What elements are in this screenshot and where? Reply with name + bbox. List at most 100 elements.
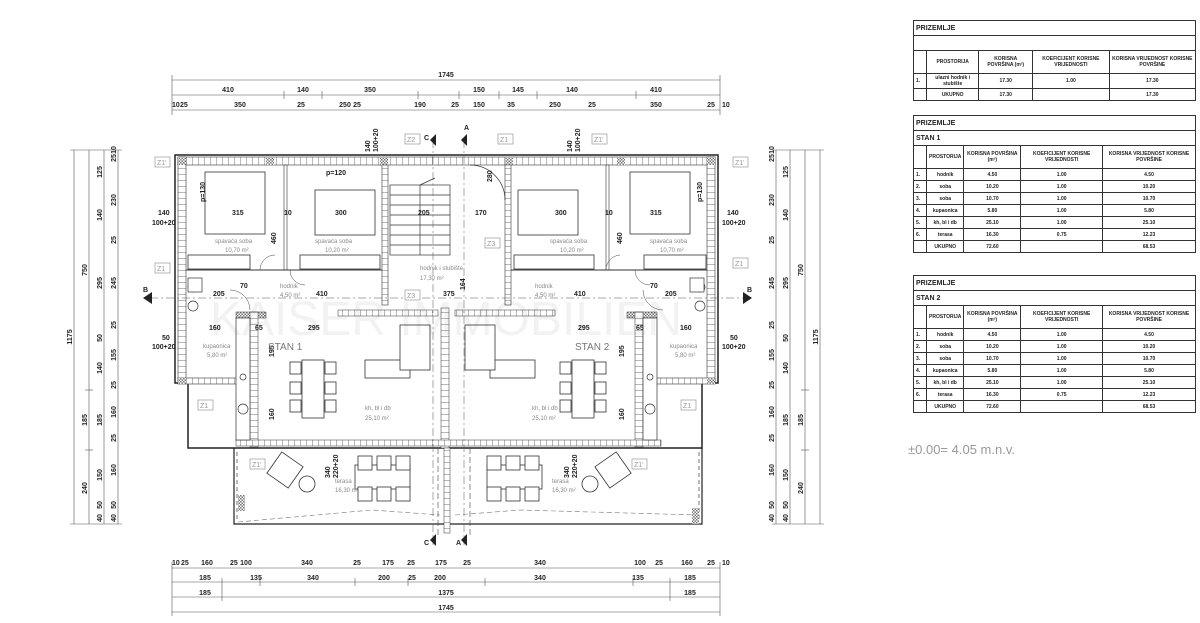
- svg-text:17,30 m²: 17,30 m²: [420, 276, 444, 282]
- svg-text:140: 140: [97, 209, 104, 221]
- svg-text:25: 25: [181, 560, 189, 567]
- svg-text:300: 300: [555, 210, 567, 217]
- svg-text:hodnik: hodnik: [280, 284, 299, 290]
- svg-text:315: 315: [650, 210, 662, 217]
- door-swings: [229, 254, 664, 311]
- svg-text:205: 205: [213, 291, 225, 298]
- svg-text:10: 10: [769, 146, 776, 154]
- svg-text:175: 175: [435, 560, 447, 567]
- svg-text:245: 245: [769, 277, 776, 289]
- svg-text:155: 155: [111, 349, 118, 361]
- svg-text:410: 410: [574, 291, 586, 298]
- svg-text:140: 140: [727, 210, 739, 217]
- svg-text:25: 25: [769, 236, 776, 244]
- svg-text:Z1': Z1': [735, 160, 745, 167]
- svg-text:50: 50: [111, 501, 118, 509]
- svg-text:16,30 m²: 16,30 m²: [335, 488, 359, 494]
- svg-text:4,50 m²: 4,50 m²: [280, 293, 300, 299]
- svg-text:164: 164: [460, 278, 467, 290]
- svg-text:spavaća soba: spavaća soba: [550, 239, 588, 245]
- svg-text:kupaonica: kupaonica: [203, 344, 231, 350]
- svg-text:140: 140: [567, 140, 574, 152]
- svg-text:160: 160: [619, 408, 626, 420]
- svg-text:40: 40: [783, 514, 790, 522]
- svg-text:295: 295: [97, 277, 104, 289]
- svg-text:25: 25: [111, 321, 118, 329]
- svg-text:160: 160: [269, 408, 276, 420]
- svg-text:25,10 m²: 25,10 m²: [365, 416, 389, 422]
- dim-left-overall: 1175: [67, 329, 74, 344]
- svg-text:150: 150: [783, 469, 790, 481]
- svg-text:10,70 m²: 10,70 m²: [225, 248, 249, 254]
- svg-text:750: 750: [798, 264, 805, 276]
- building-walls: [174, 154, 719, 449]
- svg-text:220+20: 220+20: [333, 454, 340, 478]
- svg-text:kupaonica: kupaonica: [670, 344, 698, 350]
- svg-text:160: 160: [111, 464, 118, 476]
- svg-text:50: 50: [97, 334, 104, 342]
- svg-text:240: 240: [798, 482, 805, 494]
- svg-text:40: 40: [111, 514, 118, 522]
- svg-text:Z1': Z1': [634, 462, 644, 469]
- svg-text:40: 40: [769, 514, 776, 522]
- svg-text:25: 25: [769, 434, 776, 442]
- dim-bottom-row1: 10 25 160 25 100 340 25 175 25 175 25 34…: [172, 560, 730, 567]
- svg-text:410: 410: [316, 291, 328, 298]
- svg-text:150: 150: [473, 87, 485, 94]
- svg-text:460: 460: [617, 232, 624, 244]
- svg-text:295: 295: [308, 325, 320, 332]
- svg-text:5,80 m²: 5,80 m²: [675, 353, 695, 359]
- svg-text:1375: 1375: [438, 590, 454, 597]
- svg-text:205: 205: [665, 291, 677, 298]
- svg-text:350: 350: [650, 102, 662, 109]
- svg-text:100+20: 100+20: [722, 220, 746, 227]
- svg-text:245: 245: [111, 277, 118, 289]
- svg-text:25: 25: [707, 102, 715, 109]
- svg-text:10: 10: [722, 102, 730, 109]
- svg-text:140: 140: [158, 210, 170, 217]
- svg-text:410: 410: [222, 87, 234, 94]
- top-dimension-lines: [171, 75, 721, 115]
- svg-text:50: 50: [769, 501, 776, 509]
- svg-text:340: 340: [301, 560, 313, 567]
- left-dimension-lines: [70, 149, 122, 525]
- dim-left-col3: 125 140 295 50 140 185 150 50 40: [97, 166, 104, 522]
- section-marker-a-bottom: A: [456, 540, 461, 547]
- svg-text:25: 25: [111, 381, 118, 389]
- dim-right-col3: 125 140 295 50 140 185 150 50 40: [783, 166, 790, 522]
- svg-text:25: 25: [111, 434, 118, 442]
- svg-text:135: 135: [250, 575, 262, 582]
- svg-text:185: 185: [684, 575, 696, 582]
- dim-top-row2: 410 140 350 150 145 140 410: [222, 87, 662, 94]
- svg-text:100: 100: [240, 560, 252, 567]
- svg-text:25: 25: [297, 102, 305, 109]
- svg-text:160: 160: [769, 406, 776, 418]
- svg-text:25: 25: [588, 102, 596, 109]
- svg-text:kh, bl i db: kh, bl i db: [365, 406, 391, 412]
- section-marker-c-top: C: [424, 135, 429, 142]
- svg-text:25: 25: [407, 560, 415, 567]
- section-marker-b-left: B: [143, 287, 148, 294]
- bottom-dimension-lines: [171, 562, 721, 616]
- dim-right-col4: 25 10 230 25 245 25 155 25 160 25 160 50…: [769, 146, 776, 522]
- svg-text:25: 25: [451, 102, 459, 109]
- svg-text:25: 25: [180, 102, 188, 109]
- svg-text:300: 300: [335, 210, 347, 217]
- table-header-row: PROSTORIJA KORISNA POVRŠINA (m²) KOEFICI…: [913, 145, 1196, 169]
- staircase: [389, 164, 506, 256]
- svg-text:160: 160: [111, 406, 118, 418]
- material-tags: [154, 133, 749, 470]
- svg-text:295: 295: [578, 325, 590, 332]
- svg-text:Z1: Z1: [200, 403, 208, 410]
- svg-text:10: 10: [605, 210, 613, 217]
- svg-text:160: 160: [680, 325, 692, 332]
- svg-text:70: 70: [650, 283, 658, 290]
- svg-text:140: 140: [365, 140, 372, 152]
- svg-text:25: 25: [707, 560, 715, 567]
- bed-furniture: [187, 171, 707, 270]
- svg-text:170: 170: [475, 210, 487, 217]
